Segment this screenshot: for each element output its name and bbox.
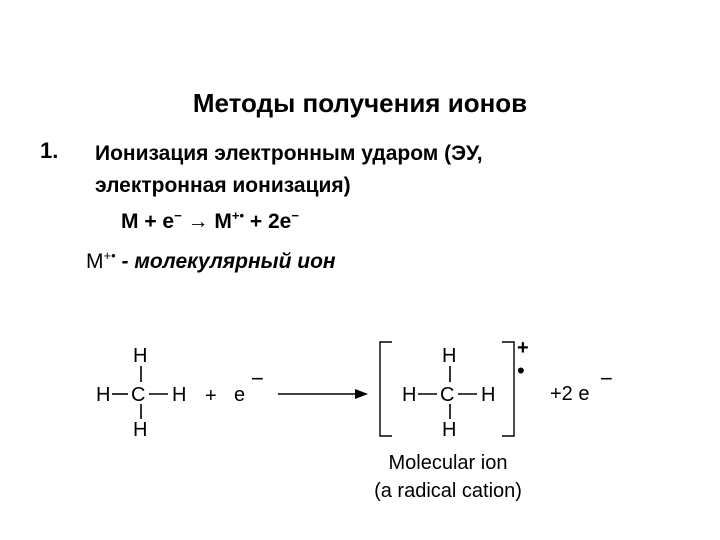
ion-atom-h-right: H — [481, 384, 495, 406]
ion-charge-plus: + — [517, 337, 529, 359]
list-item-line-1: Ионизация электронным ударом (ЭУ, — [95, 142, 483, 165]
electron-minus: − — [251, 366, 264, 391]
caption-molecular-ion: Molecular ion — [389, 452, 508, 474]
products-minus: − — [600, 366, 613, 391]
atom-h-left: H — [96, 384, 110, 406]
equation-left: M + e — [121, 210, 175, 233]
ion-atom-h-left: H — [402, 384, 416, 406]
right-bracket — [502, 341, 515, 437]
ion-atom-c: C — [440, 384, 454, 406]
molecular-ion-structure: H H C H H — [402, 345, 495, 441]
electron-charge: − — [174, 208, 182, 223]
ion-atom-h-top: H — [442, 345, 456, 367]
molecular-ion-symbol: M — [86, 250, 104, 273]
equation-right: + 2e — [244, 210, 292, 233]
methane-ionization-diagram: H H C H H + e − H H C H H — [96, 337, 613, 502]
list-item-number: 1. — [40, 138, 59, 163]
molecular-ion-definition: M+• - молекулярный ион — [86, 248, 336, 274]
atom-h-bottom: H — [133, 419, 147, 441]
methane-molecule: H H C H H — [96, 345, 186, 441]
atom-c: C — [131, 384, 145, 406]
atom-h-right: H — [172, 384, 186, 406]
radical-cation-charge: +• — [231, 208, 245, 223]
electron-symbol: e — [234, 384, 245, 406]
left-bracket — [379, 341, 392, 437]
list-item-line-2: электронная ионизация) — [95, 174, 351, 197]
atom-h-top: H — [133, 345, 147, 367]
reaction-arrow — [278, 389, 368, 399]
electrons-charge: − — [291, 208, 299, 223]
list-item-text: Ионизация электронным ударом (ЭУ, электр… — [95, 138, 655, 202]
slide-title: Методы получения ионов — [192, 88, 528, 118]
products-electrons: +2 e — [550, 383, 589, 405]
molecular-ion-charge: +• — [103, 248, 116, 263]
radical-dot: • — [517, 358, 525, 383]
equation-arrow: → M — [181, 210, 232, 233]
plus-sign: + — [205, 385, 217, 407]
molecular-ion-text: - молекулярный ион — [115, 250, 336, 273]
ionization-equation: M + e− → M+• + 2e− — [121, 208, 299, 234]
ion-atom-h-bottom: H — [442, 419, 456, 441]
caption-radical-cation: (a radical cation) — [374, 480, 522, 502]
